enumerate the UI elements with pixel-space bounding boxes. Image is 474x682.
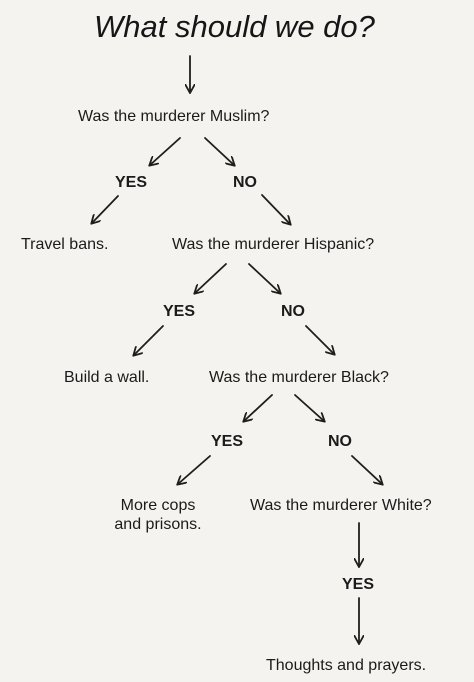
answer-thoughts-prayers: Thoughts and prayers. <box>266 657 427 674</box>
yes-label-4: YES <box>342 576 375 593</box>
arrow-no-to-hispanic <box>261 194 290 224</box>
question-white: Was the murderer White? <box>250 497 432 514</box>
yes-label-2: YES <box>163 303 196 320</box>
yes-label-1: YES <box>115 174 148 191</box>
arrow-yes-to-build-wall <box>134 325 164 355</box>
answer-more-cops: More cops and prisons. <box>96 496 220 534</box>
arrow-hispanic-to-yes <box>195 263 227 293</box>
answer-build-wall: Build a wall. <box>64 369 150 386</box>
arrow-no-to-black <box>305 325 334 354</box>
diagram-title: What should we do? <box>94 9 375 44</box>
question-black: Was the murderer Black? <box>209 369 389 386</box>
answer-more-cops-line1: More cops <box>120 497 196 514</box>
answer-travel-bans: Travel bans. <box>21 236 109 253</box>
no-label-2: NO <box>281 303 305 320</box>
arrow-black-to-yes <box>244 394 273 421</box>
arrow-yes-to-travel-bans <box>92 195 119 223</box>
arrow-no-to-white <box>351 455 382 484</box>
question-hispanic: Was the murderer Hispanic? <box>172 236 375 253</box>
arrow-hispanic-to-no <box>248 263 280 293</box>
no-label-3: NO <box>328 433 352 450</box>
yes-label-3: YES <box>211 433 244 450</box>
arrow-black-to-no <box>294 394 324 421</box>
arrow-muslim-to-yes <box>150 137 181 165</box>
arrow-yes-to-cops <box>178 455 211 484</box>
question-muslim: Was the murderer Muslim? <box>78 108 270 125</box>
answer-more-cops-line2: and prisons. <box>114 516 202 533</box>
arrow-muslim-to-no <box>204 137 234 165</box>
no-label-1: NO <box>233 174 257 191</box>
